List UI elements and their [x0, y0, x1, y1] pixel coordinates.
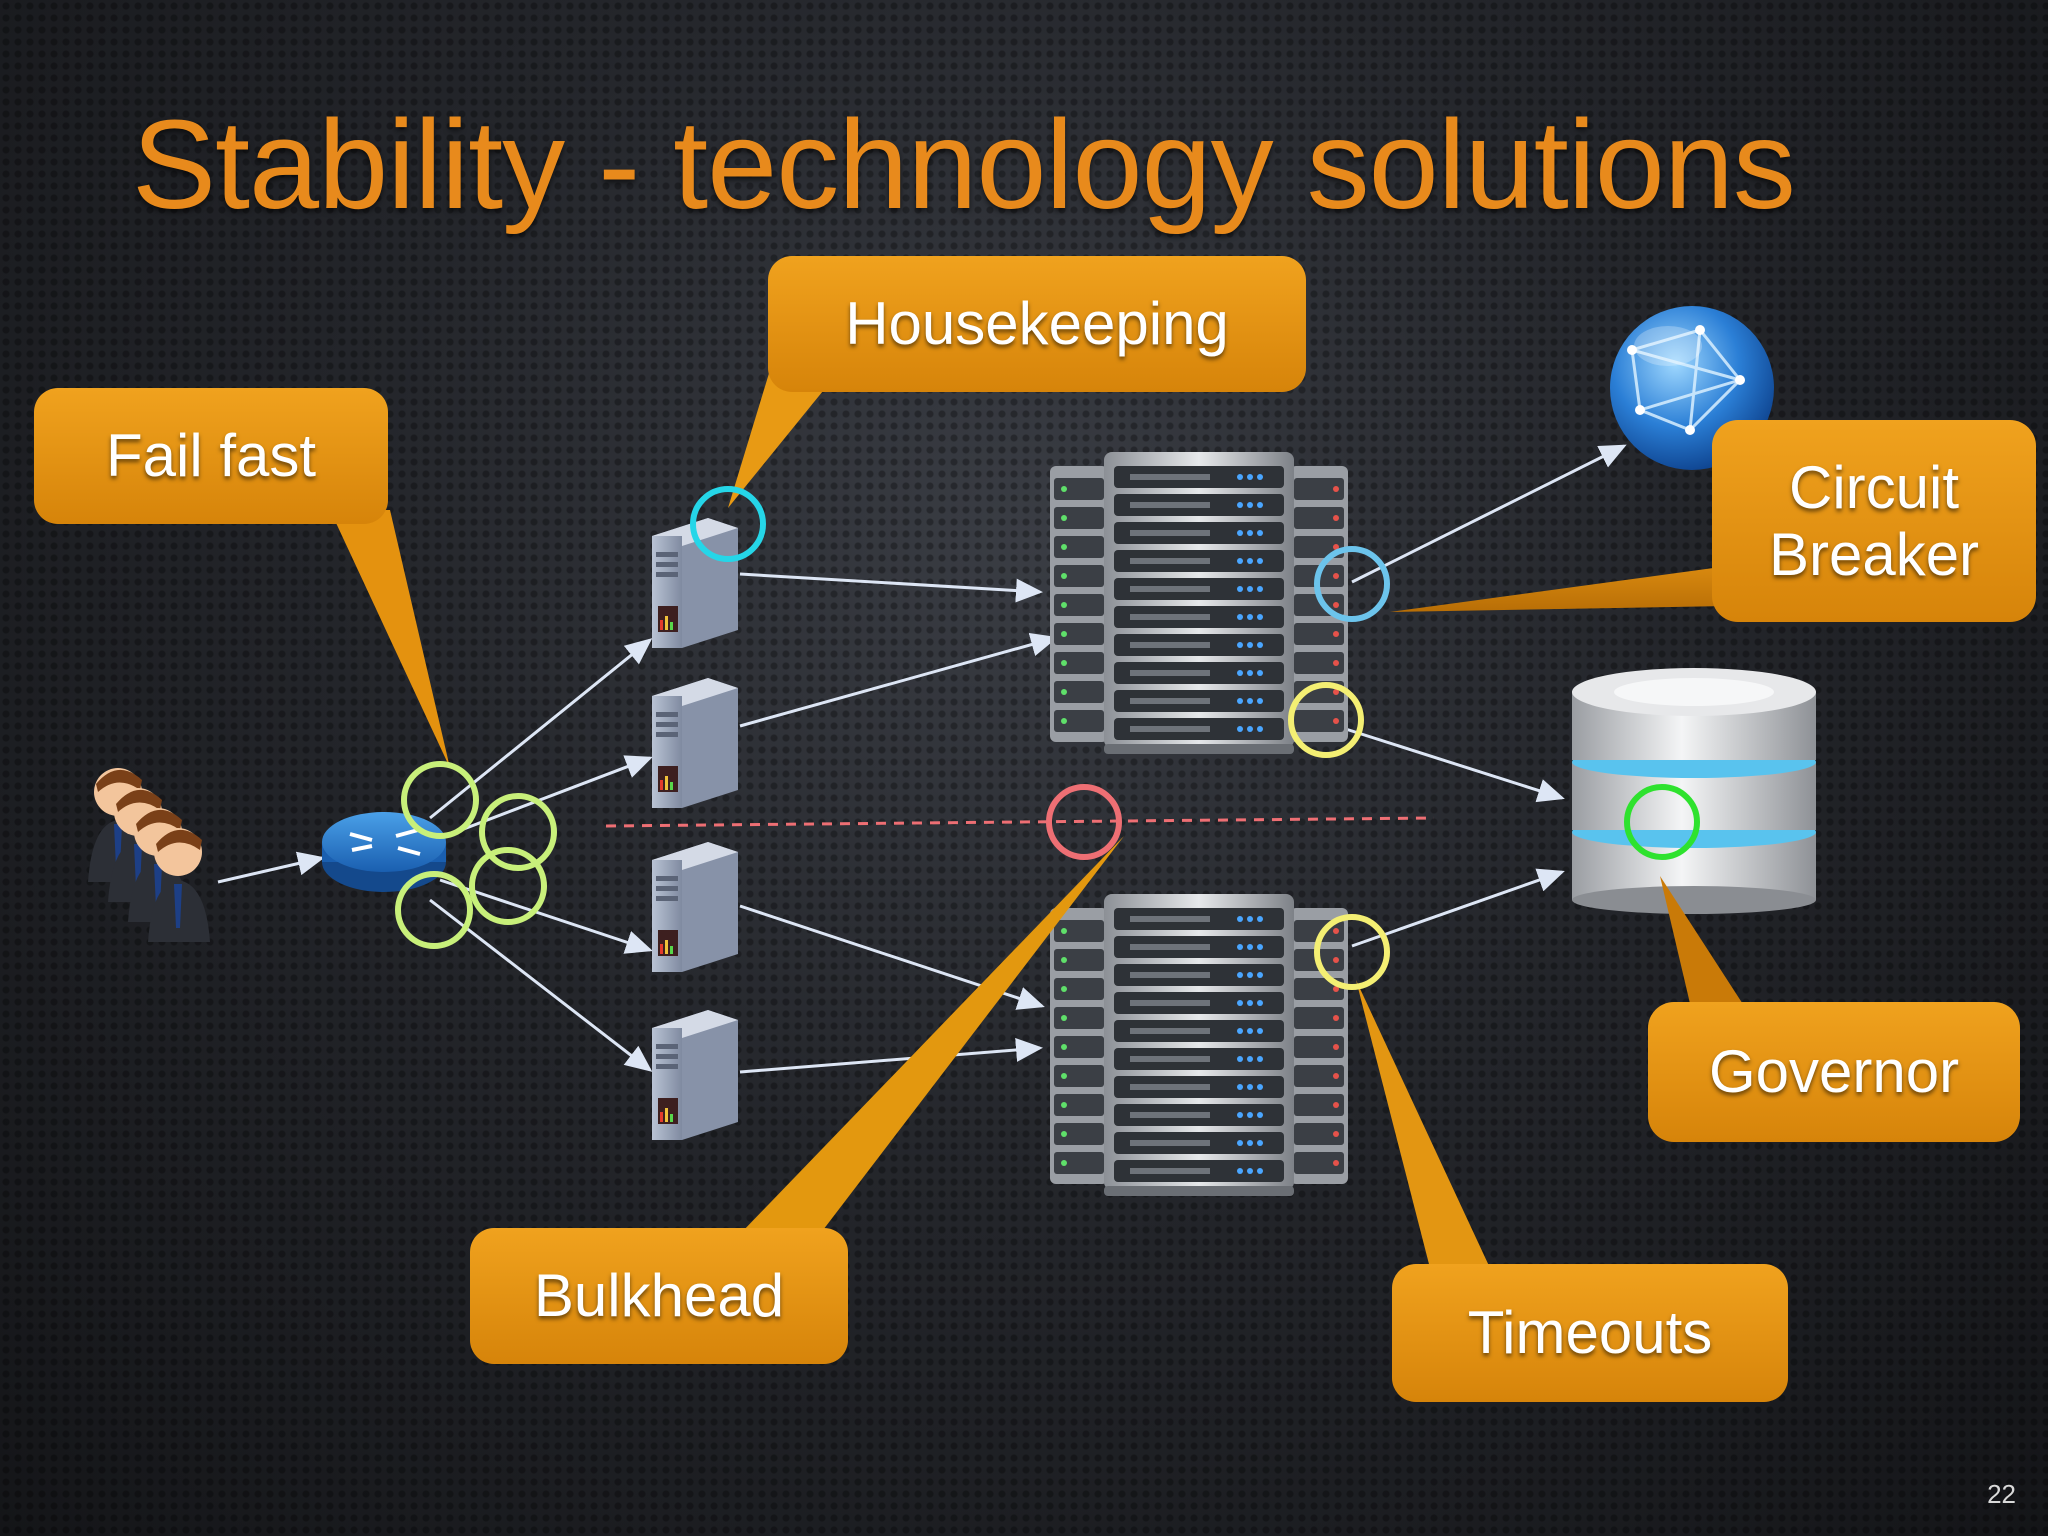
bulkhead-marker	[1046, 784, 1122, 860]
arrow-rack-top-to-globe	[1351, 444, 1627, 584]
timeouts-label: Timeouts	[1467, 1299, 1713, 1367]
fail-fast-label: Fail fast	[105, 422, 317, 490]
arrow-users-to-router	[217, 851, 325, 884]
users-icon	[88, 768, 210, 942]
timeouts-marker	[1288, 682, 1364, 758]
slide-title: Stability - technology solutions	[132, 94, 1796, 235]
database-icon	[1572, 668, 1816, 914]
fail-fast-marker	[469, 847, 547, 925]
timeouts-pointer	[1356, 980, 1490, 1268]
timeouts-marker	[1314, 914, 1390, 990]
fail-fast-marker	[401, 761, 479, 839]
server-icon	[652, 518, 738, 1140]
bulkhead-separator-line	[605, 816, 1435, 828]
fail-fast-pointer	[330, 510, 450, 768]
fail-fast-marker	[479, 793, 557, 871]
connection-arrows	[217, 444, 1627, 1074]
arrow-router-to-server-4	[429, 898, 653, 1072]
bulkhead-pointer	[740, 836, 1124, 1234]
governor-pointer	[1660, 876, 1748, 1012]
callout-bubbles	[34, 256, 2036, 1402]
circuit-breaker-callout	[1712, 420, 2036, 622]
circuit-breaker-label: Circuit Breaker	[1712, 420, 2036, 622]
circuit-breaker-label-line1: Circuit	[1788, 453, 1959, 521]
arrow-server-1-to-rack-top	[739, 572, 1043, 603]
bulkhead-callout	[470, 1228, 848, 1364]
timeouts-callout	[1392, 1264, 1788, 1402]
arrow-router-to-server-1	[429, 638, 653, 820]
arrow-rack-top-to-database	[1329, 722, 1565, 803]
housekeeping-pointer	[728, 370, 840, 508]
arrow-router-to-server-2	[439, 755, 653, 840]
arrow-server-4-to-rack-bottom	[739, 1037, 1043, 1074]
server-rack-icon	[1050, 894, 1348, 1196]
circuit-breaker-marker	[1314, 546, 1390, 622]
housekeeping-callout	[768, 256, 1306, 392]
governor-callout	[1648, 1002, 2020, 1142]
arrow-server-2-to-rack-top	[739, 632, 1058, 728]
governor-label: Governor	[1708, 1038, 1960, 1106]
arrow-rack-bottom-to-database	[1351, 868, 1565, 948]
bulkhead-label: Bulkhead	[533, 1262, 785, 1330]
housekeeping-marker	[690, 486, 766, 562]
fail-fast-marker	[395, 871, 473, 949]
housekeeping-label: Housekeeping	[845, 290, 1229, 358]
server-rack-icon	[1050, 452, 1348, 754]
circuit-breaker-label-line2: Breaker	[1768, 521, 1980, 588]
circuit-breaker-pointer	[1390, 566, 1728, 612]
governor-marker	[1624, 784, 1700, 860]
fail-fast-callout	[34, 388, 388, 524]
callout-pointers	[330, 370, 1748, 1268]
highlight-markers	[395, 486, 1700, 990]
router-icon	[322, 812, 446, 892]
page-number: 22	[1987, 1479, 2016, 1509]
